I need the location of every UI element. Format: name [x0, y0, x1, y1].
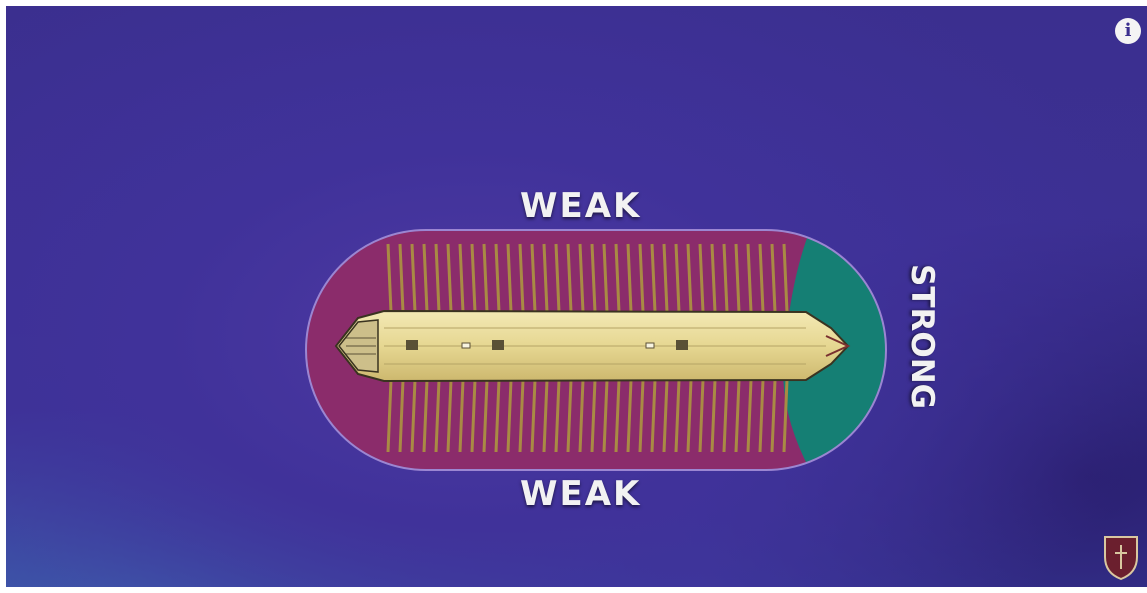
strong-label: STRONG	[907, 264, 936, 304]
weak-label-bottom: WEAK	[520, 474, 641, 514]
video-frame: WEAK WEAK STRONG i	[6, 6, 1147, 587]
galley-ship	[336, 311, 848, 381]
weak-label-top: WEAK	[520, 186, 641, 226]
shield-logo-icon	[1103, 533, 1139, 581]
info-icon[interactable]: i	[1115, 18, 1141, 44]
